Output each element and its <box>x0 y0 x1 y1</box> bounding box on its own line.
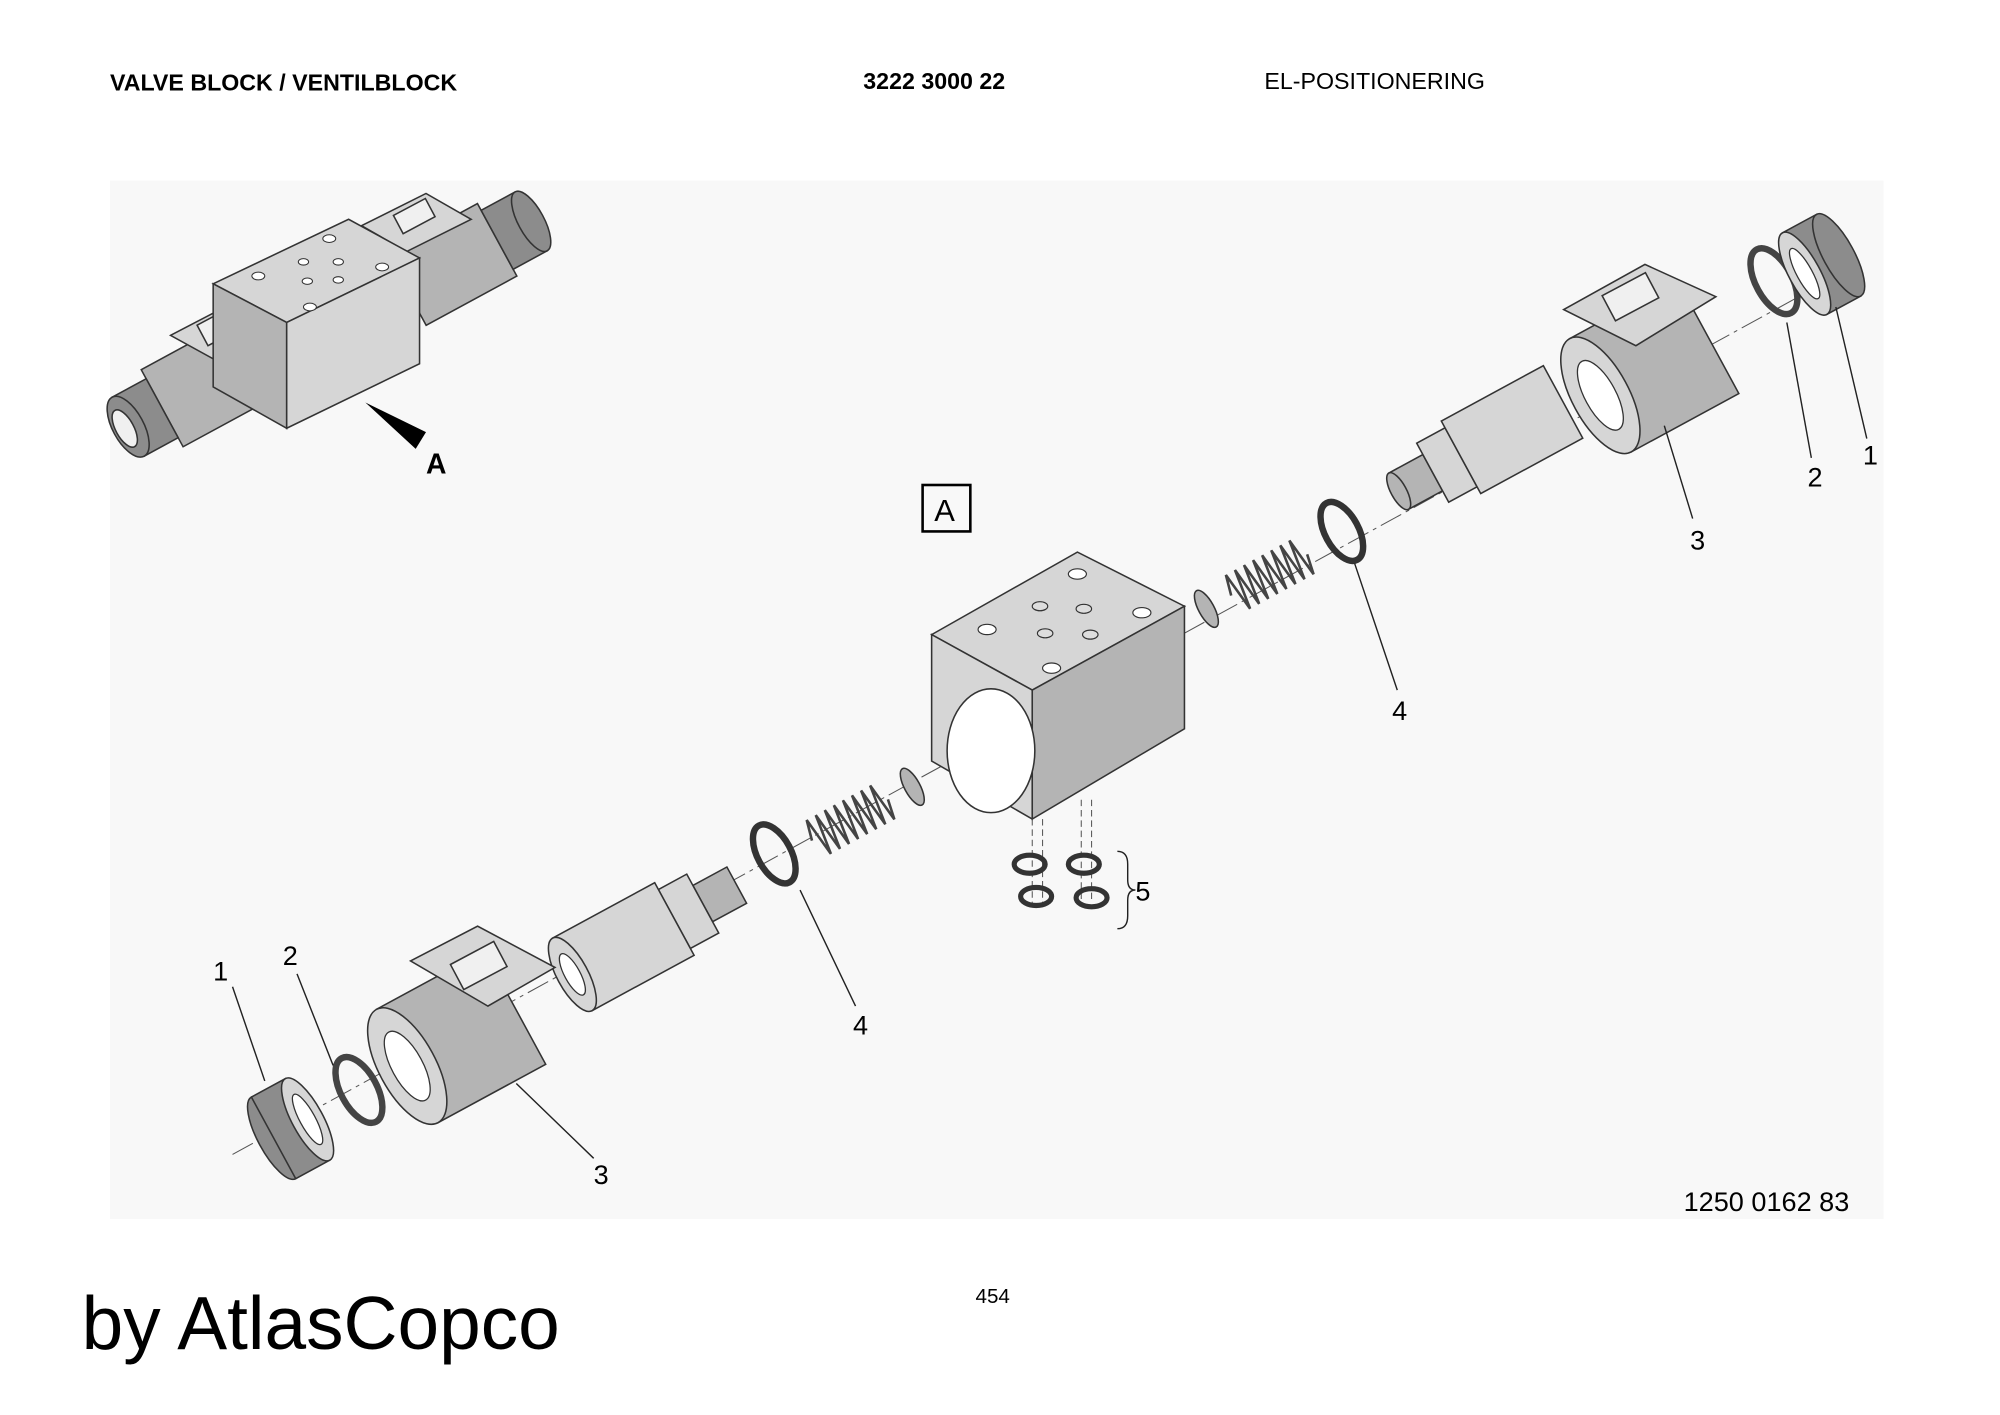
washers-part <box>1011 852 1110 910</box>
callout-right-1: 1 <box>1863 439 1878 470</box>
callout-left-2: 2 <box>283 940 298 971</box>
page-title: VALVE BLOCK / VENTILBLOCK <box>110 69 457 95</box>
right-o-ring-part <box>1317 498 1367 565</box>
section-title: EL-POSITIONERING <box>1264 68 1484 94</box>
view-label: A <box>934 493 955 528</box>
left-star-plate-part <box>899 767 926 807</box>
page-number: 454 <box>975 1285 1009 1308</box>
left-knurled-nut-part <box>246 1077 335 1181</box>
right-spring-part <box>1224 539 1315 610</box>
view-arrow-icon <box>365 402 427 449</box>
callout-5: 5 <box>1135 875 1150 906</box>
left-spring-part <box>805 784 896 855</box>
view-arrow-label: A <box>426 448 446 480</box>
valve-block-part <box>930 551 1187 903</box>
callout-left-1: 1 <box>213 955 228 986</box>
callout-left-4: 4 <box>853 1009 868 1040</box>
left-o-ring-part <box>749 821 799 887</box>
view-label-box <box>921 483 972 533</box>
right-knurled-nut-part <box>1777 212 1866 316</box>
left-armature-tube-part <box>547 865 748 1013</box>
callout-right-2: 2 <box>1807 461 1822 492</box>
callout-left-3: 3 <box>594 1159 609 1190</box>
left-ring-part <box>332 1053 386 1127</box>
callout-right-4: 4 <box>1392 695 1407 726</box>
drawing-number: 1250 0162 83 <box>1684 1186 1850 1217</box>
brand-text: by AtlasCopco <box>82 1281 560 1365</box>
right-armature-tube-part <box>1385 364 1584 511</box>
assembled-valve-illustration: A <box>106 190 552 480</box>
right-star-plate-part <box>1193 589 1220 629</box>
part-number: 3222 3000 22 <box>863 68 1005 94</box>
callout-right-3: 3 <box>1690 524 1705 555</box>
